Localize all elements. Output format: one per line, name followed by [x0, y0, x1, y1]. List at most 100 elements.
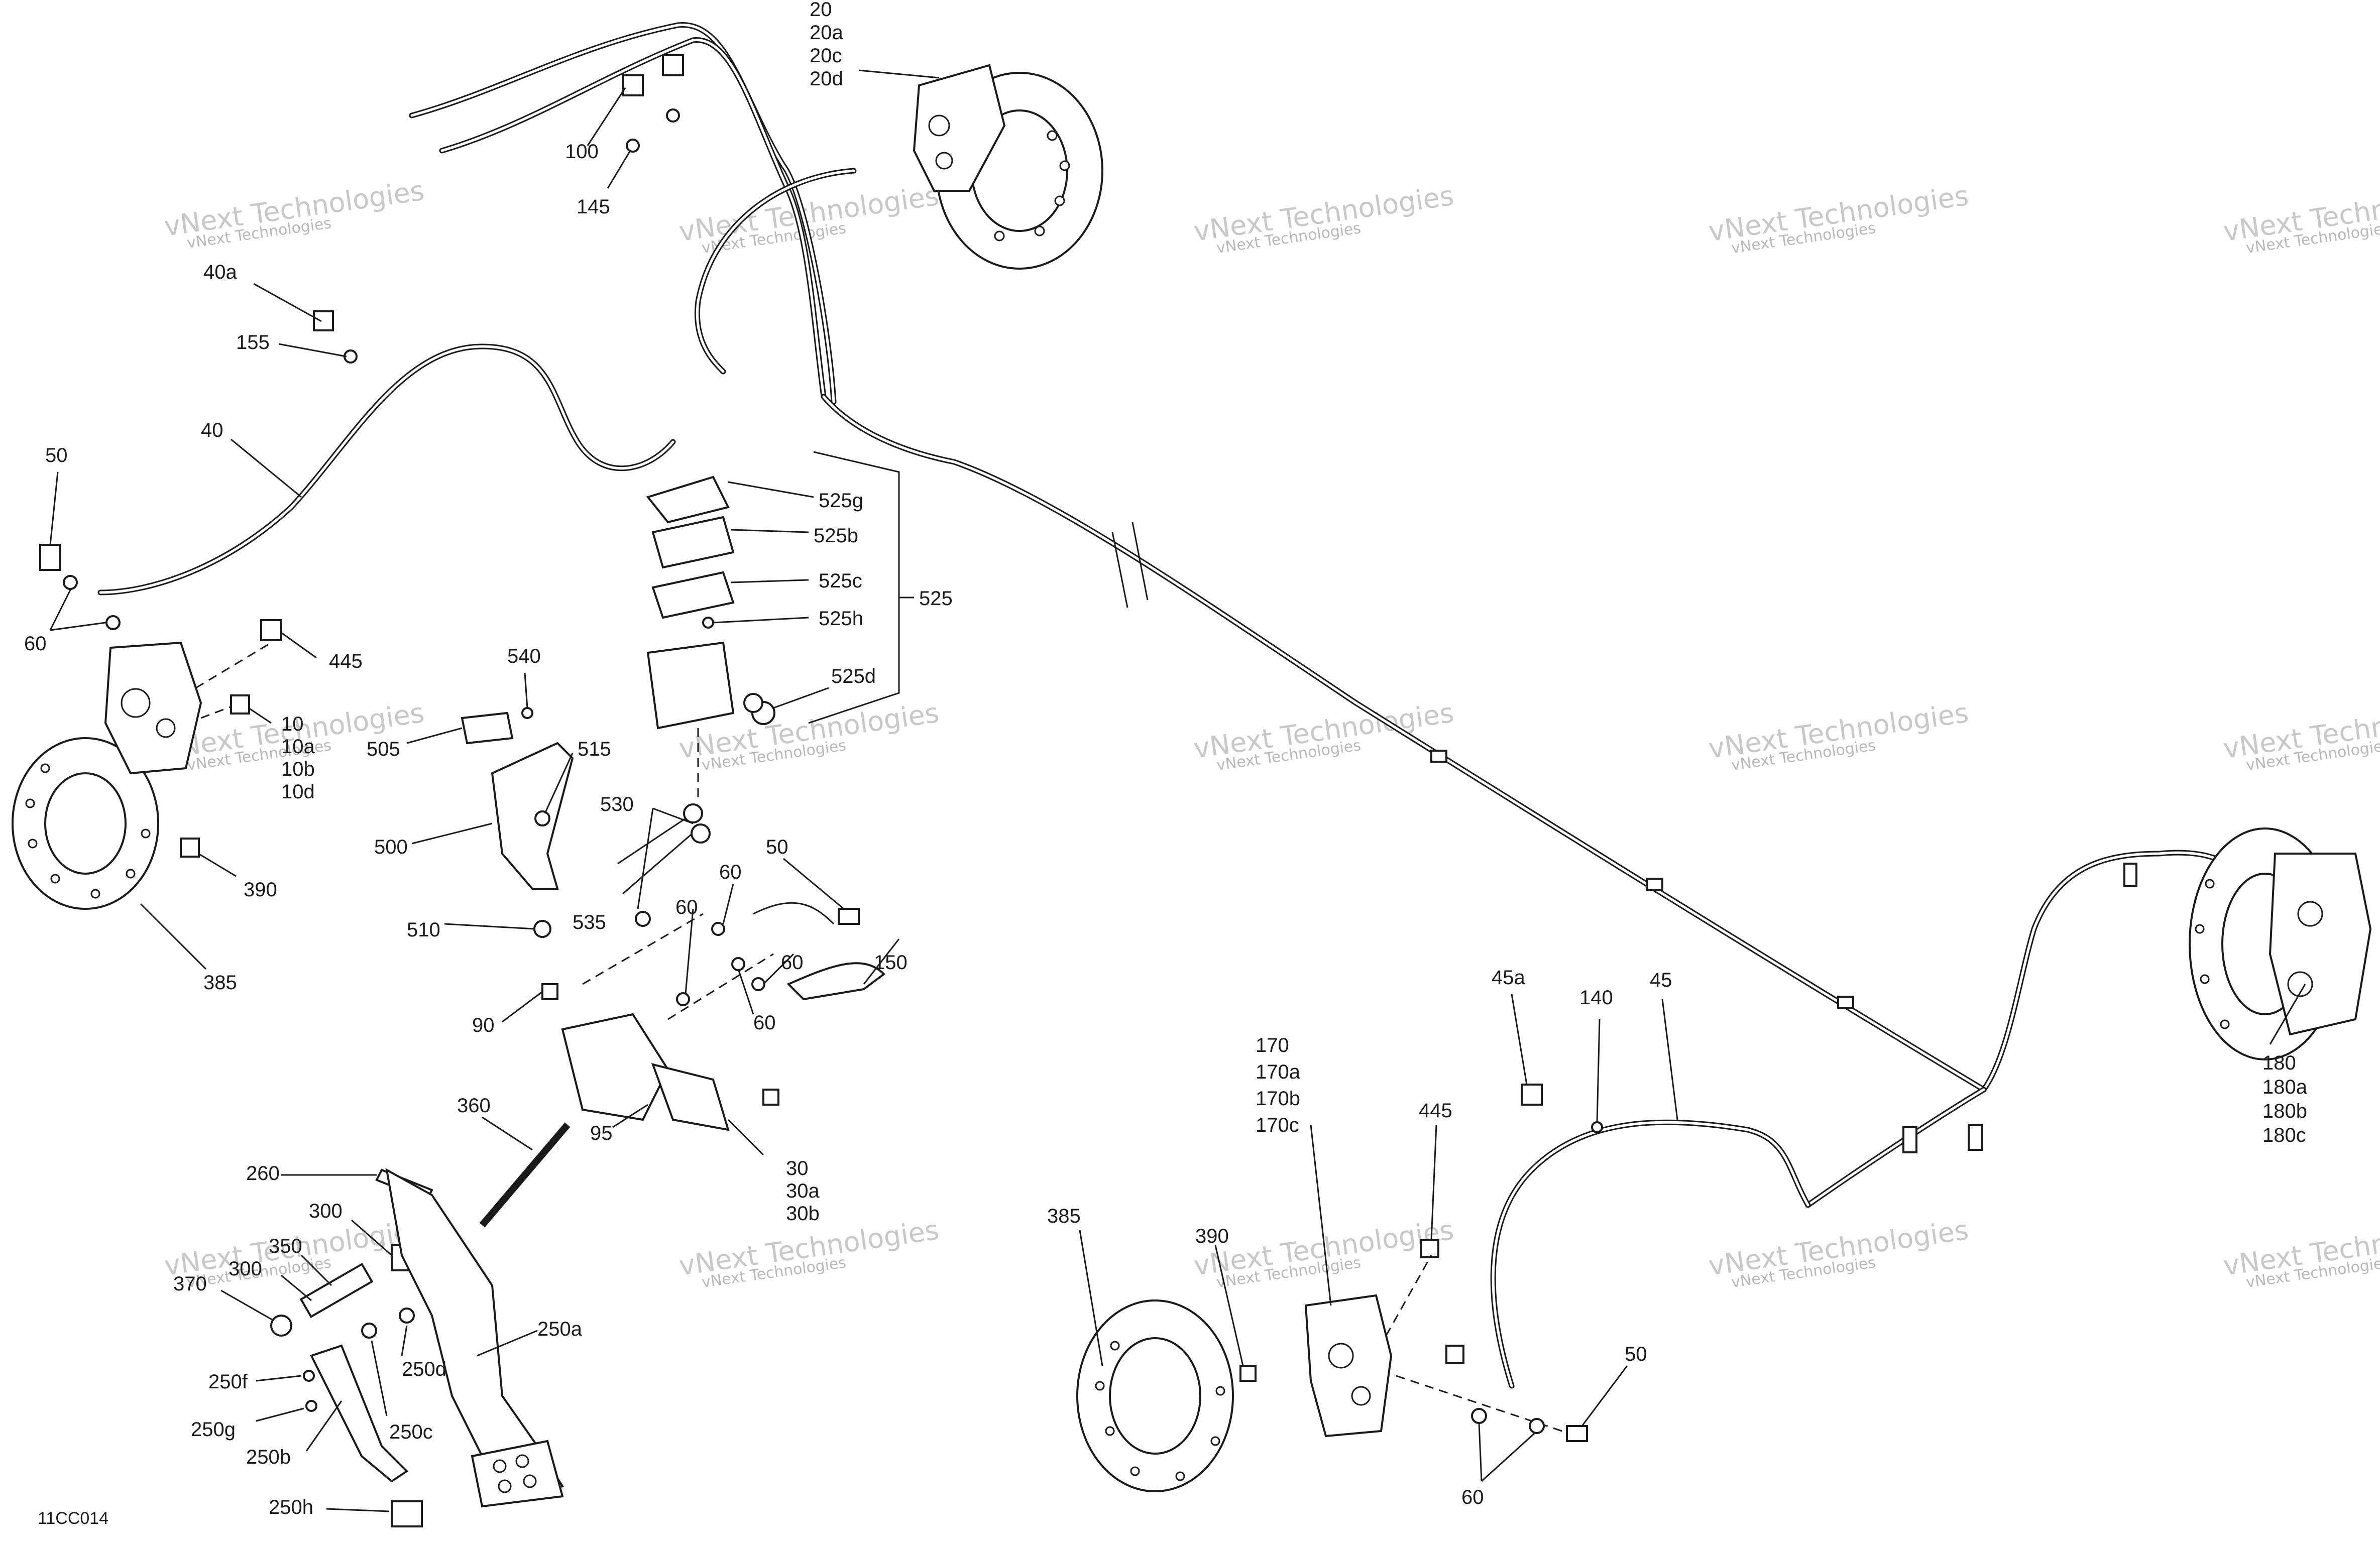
brake-lines	[97, 22, 2253, 1389]
callout-45: 45	[1650, 969, 1672, 991]
nut-540	[521, 707, 533, 719]
callout-525h: 525h	[819, 608, 863, 630]
callout-535: 535	[573, 911, 606, 933]
nut-145-b	[666, 108, 680, 123]
diagram-id: 11CC014	[38, 1509, 108, 1528]
pedal-shaft-360	[479, 1122, 571, 1228]
bracket-500	[491, 742, 574, 890]
washer-60-rear-2	[1529, 1418, 1545, 1434]
callout-50-top: 50	[45, 444, 68, 466]
line-break-mark	[1111, 532, 1128, 608]
callout-50-bot: 50	[1625, 1343, 1647, 1365]
callout-540: 540	[507, 645, 541, 667]
washer-60-b	[711, 922, 725, 936]
reservoir-gasket-525g	[646, 476, 730, 524]
line-clip	[1968, 1124, 1983, 1151]
callout-60-c: 60	[781, 952, 804, 974]
callout-60-d: 60	[753, 1012, 776, 1034]
reservoir-assembly	[646, 451, 900, 803]
clip-45a	[1521, 1084, 1543, 1106]
callout-260: 260	[246, 1162, 280, 1184]
callout-525g: 525g	[819, 490, 863, 512]
front-left-caliper	[104, 641, 202, 775]
washer-60-a	[676, 992, 690, 1006]
clip-250f	[303, 1370, 315, 1382]
callout-10d: 10d	[281, 781, 315, 803]
line-clip	[1902, 1126, 1917, 1153]
master-cylinder-assembly	[541, 803, 886, 1131]
callout-100: 100	[565, 141, 599, 163]
rear-right-brake-assembly	[2189, 827, 2372, 1060]
master-cylinder-body	[561, 1013, 669, 1121]
washer-60-rear	[1471, 1408, 1487, 1424]
washer-60	[105, 615, 121, 630]
callout-20: 20	[810, 0, 832, 21]
callout-250f: 250f	[208, 1371, 248, 1393]
line-clip	[2123, 863, 2137, 887]
sleeve-350	[299, 1262, 374, 1319]
callout-250h: 250h	[269, 1496, 313, 1518]
callout-40a: 40a	[203, 261, 237, 283]
callout-445-top: 445	[329, 650, 363, 672]
reservoir-plug-525h	[702, 617, 714, 629]
bolt-rear-caliper	[1445, 1345, 1464, 1364]
callout-350: 350	[269, 1235, 302, 1257]
pin-250g	[305, 1400, 317, 1412]
callout-50-mid: 50	[766, 836, 788, 858]
bolt-445	[260, 619, 282, 641]
callout-180b: 180b	[2262, 1100, 2307, 1122]
callout-250a: 250a	[537, 1318, 583, 1340]
callout-30a: 30a	[786, 1180, 820, 1202]
line-clip	[1430, 750, 1447, 763]
reservoir-diaphragm-525c	[651, 571, 735, 619]
hose-530	[617, 812, 699, 895]
bolt-95	[762, 1089, 779, 1106]
washer-60-c	[731, 957, 745, 971]
leader-lines	[49, 69, 2306, 1512]
callout-390-left: 390	[244, 879, 277, 901]
brake-switch-wire	[753, 902, 835, 925]
front-right-brake-assembly	[913, 64, 1103, 270]
nut-515	[534, 810, 550, 826]
pedal-pad-250h	[391, 1500, 423, 1527]
bolt-510	[533, 920, 551, 938]
banjo-bolt-50-bot	[1566, 1425, 1588, 1442]
callout-300-b: 300	[229, 1258, 262, 1280]
pin-250c	[361, 1323, 377, 1339]
banjo-bolt-50-mid	[838, 908, 860, 925]
bolt-390-right	[1239, 1365, 1257, 1382]
callout-170c: 170c	[1256, 1114, 1299, 1136]
callout-370: 370	[173, 1273, 207, 1295]
callout-525c: 525c	[819, 570, 862, 592]
callout-labels: 20 20a 20c 20d 100 145 40a 155 40 50 60 …	[24, 0, 2308, 1528]
line-clip	[1837, 996, 1854, 1009]
callout-390-right: 390	[1195, 1225, 1229, 1247]
nut-370	[270, 1315, 292, 1337]
callout-170: 170	[1256, 1034, 1289, 1056]
callout-250g: 250g	[191, 1418, 236, 1441]
clamp-535	[635, 911, 651, 927]
callout-250c: 250c	[389, 1421, 433, 1443]
callout-20d: 20d	[810, 68, 843, 90]
small-clips	[313, 54, 684, 364]
callout-505: 505	[367, 738, 400, 760]
callout-10b: 10b	[281, 758, 315, 780]
clip-100-b	[662, 54, 684, 76]
callout-360: 360	[457, 1095, 491, 1117]
callout-250d: 250d	[402, 1358, 446, 1380]
callout-180a: 180a	[2262, 1076, 2308, 1098]
callout-145: 145	[577, 196, 610, 218]
callout-155: 155	[236, 331, 270, 353]
bolt-10	[230, 694, 250, 715]
callout-95: 95	[590, 1122, 613, 1144]
callout-30b: 30b	[786, 1203, 820, 1225]
brake-switch-150	[786, 962, 886, 1001]
callout-250b: 250b	[246, 1446, 291, 1468]
pedal-arm-250b	[310, 1344, 409, 1483]
callout-180: 180	[2262, 1052, 2296, 1074]
pedal-pad	[471, 1440, 564, 1508]
nut-145	[626, 139, 640, 153]
front-left-brake-assembly	[12, 544, 282, 910]
callout-20a: 20a	[810, 22, 843, 44]
